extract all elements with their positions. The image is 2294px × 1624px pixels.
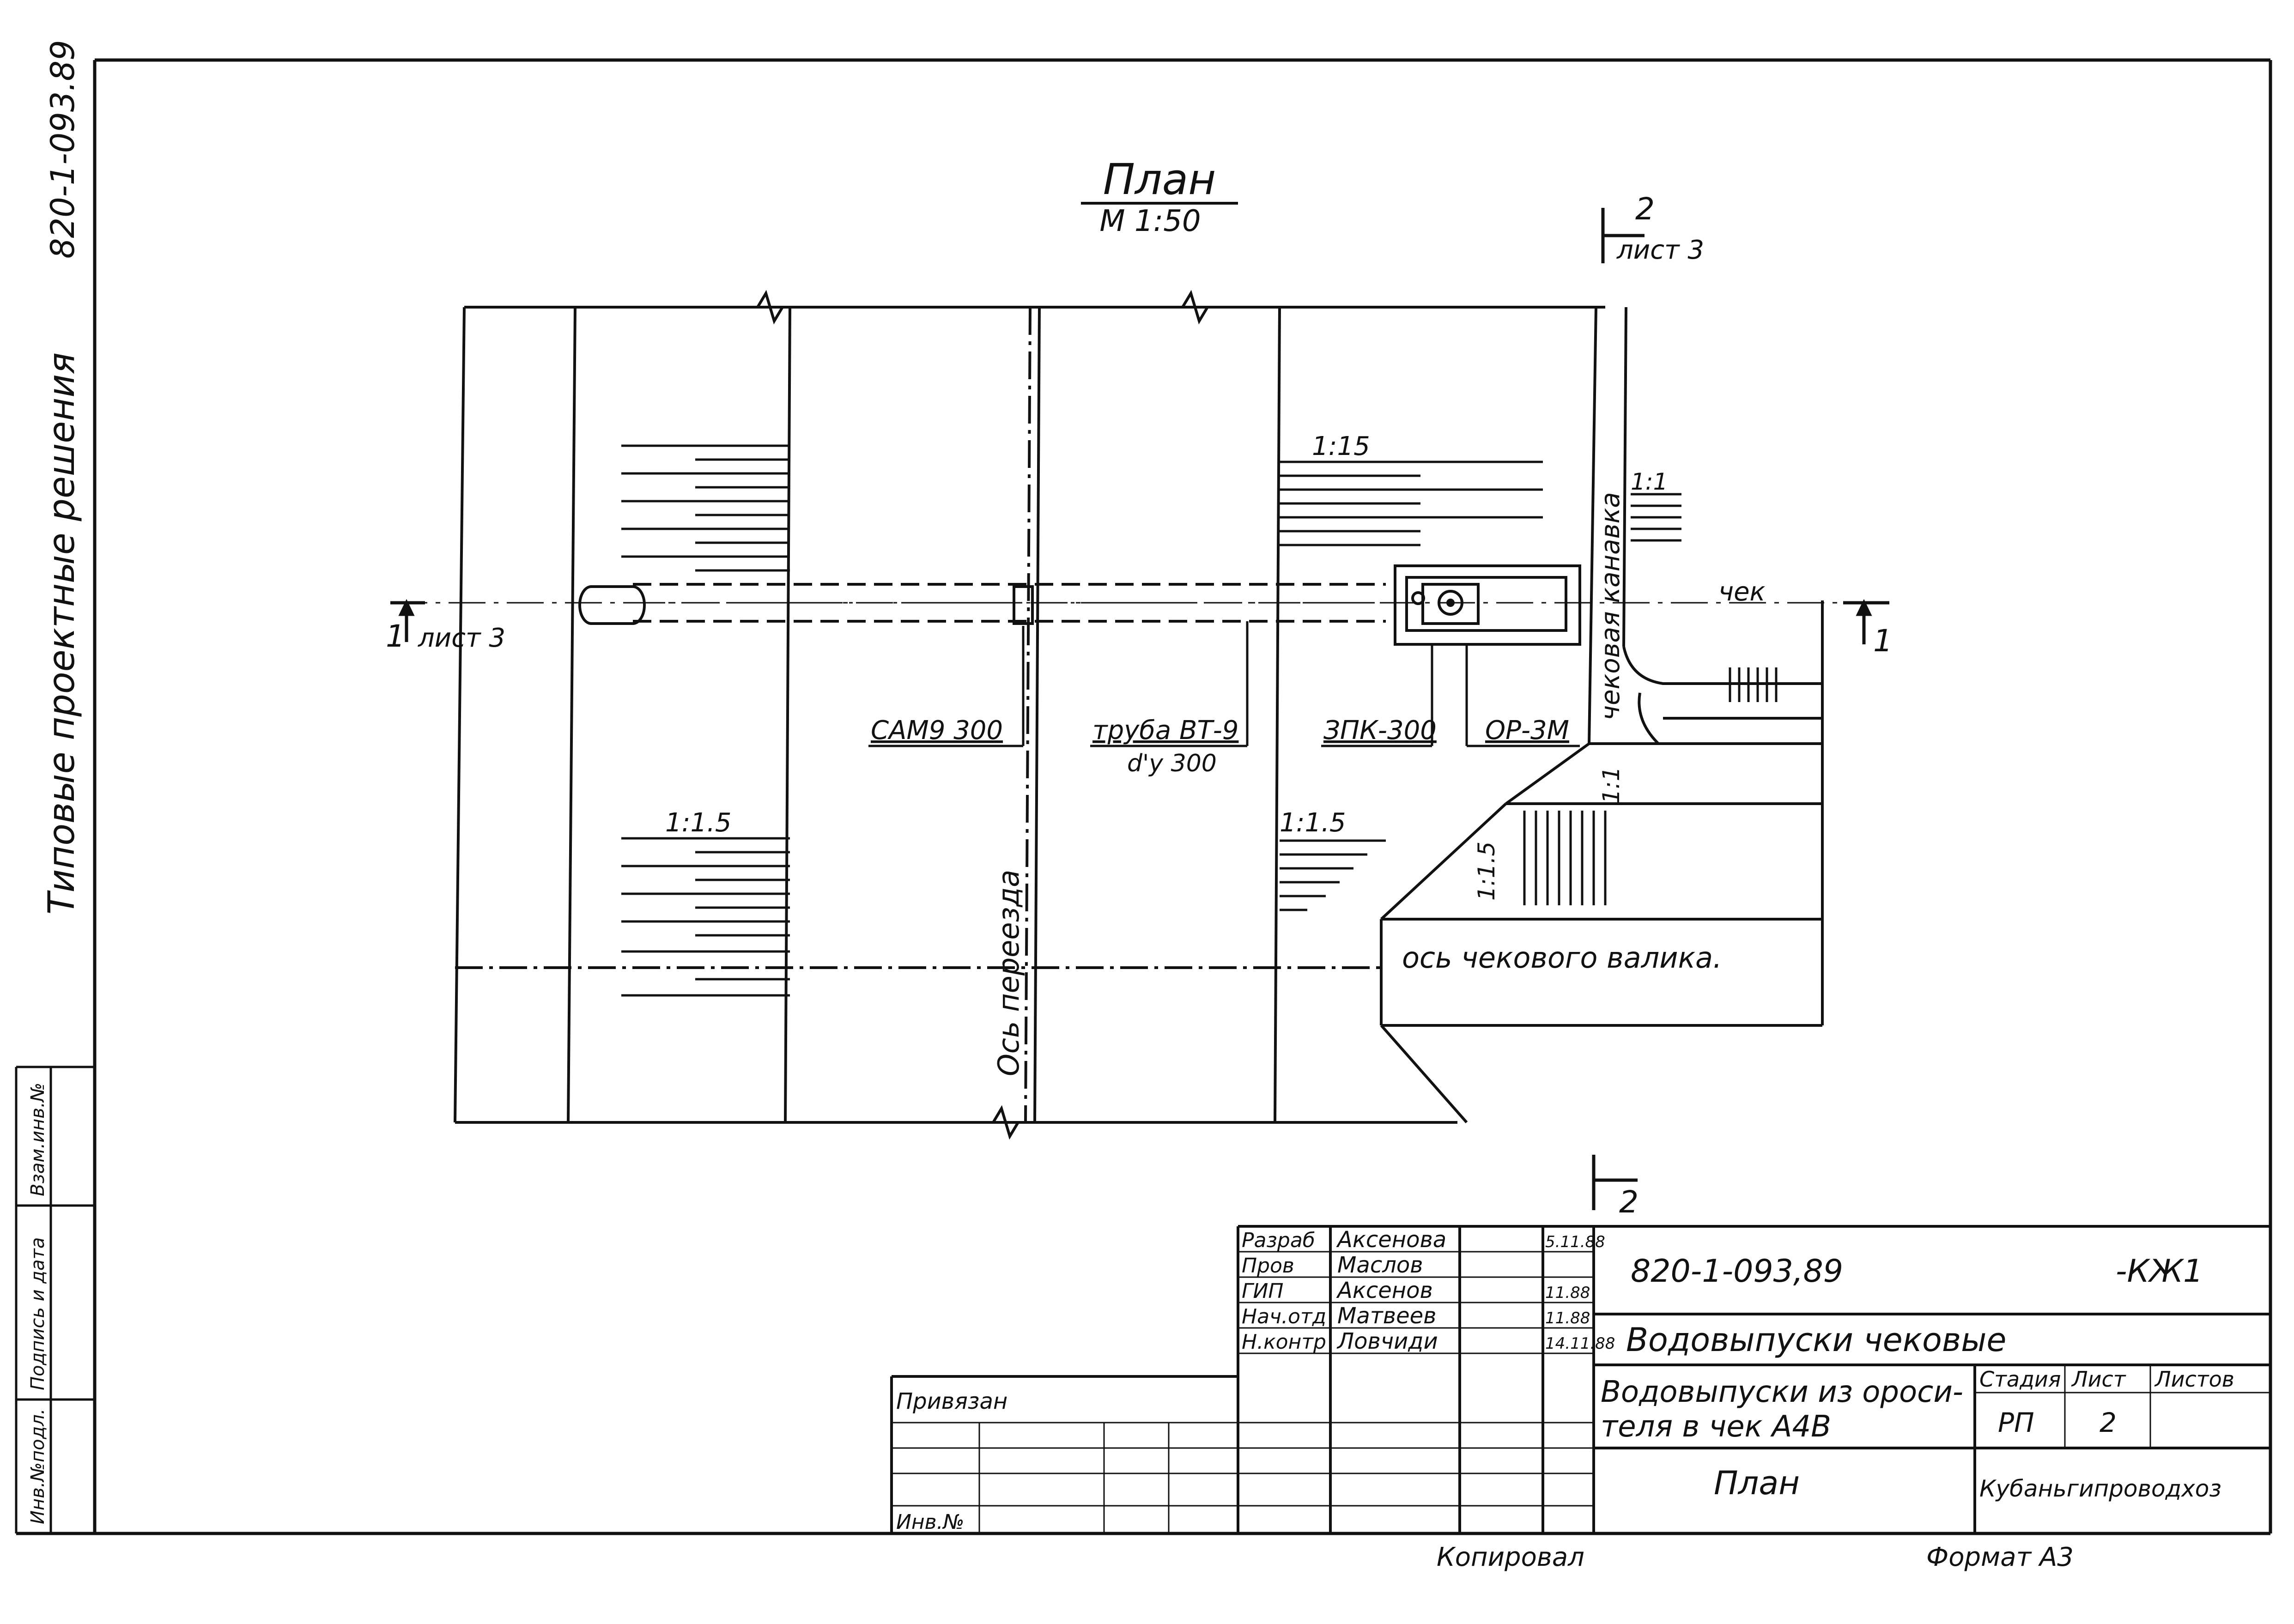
sheet-header: Лист — [2071, 1367, 2126, 1392]
sheet-value: 2 — [2100, 1407, 2117, 1438]
section-1-left-sheet: лист 3 — [418, 623, 505, 653]
tb-name: Матвеев — [1337, 1303, 1436, 1329]
chek-label: чек — [1718, 577, 1766, 607]
pipe-diameter-label: d'у 300 — [1127, 750, 1217, 777]
doc-suffix: -КЖ1 — [2116, 1253, 2203, 1290]
section-1-right-number: 1 — [1873, 623, 1893, 659]
slope-label-bottom-mid: 1:1.5 — [1280, 808, 1346, 838]
slope-hatch-top-left — [621, 444, 790, 572]
tb-name: Маслов — [1337, 1252, 1423, 1278]
tb-role: Пров — [1242, 1254, 1294, 1278]
tb-date: 11.88 — [1545, 1309, 1590, 1327]
plan-title: План — [1103, 155, 1216, 204]
sheets-header: Листов — [2154, 1367, 2234, 1392]
side-stamp — [15, 1066, 95, 1533]
stage-value: РП — [1998, 1407, 2034, 1438]
sheet-desc-line-2: теля в чек А4В — [1601, 1410, 1831, 1444]
slope-hatch-vertical — [1523, 811, 1607, 905]
check-canal — [1380, 307, 1824, 1123]
slope-label-bottom-left: 1:1.5 — [665, 808, 732, 838]
sheet-frame — [16, 58, 2272, 1535]
tb-date: 11.88 — [1545, 1284, 1590, 1302]
zpk-label: ЗПК-300 — [1323, 715, 1437, 745]
section-line-1 — [390, 599, 1889, 644]
tb-role: ГИП — [1242, 1279, 1284, 1303]
title-block-grid — [890, 1225, 2270, 1533]
organization: Кубаньгипроводхоз — [1979, 1475, 2221, 1502]
pipe-head — [578, 585, 646, 625]
leader-lines — [868, 621, 1580, 747]
cam-label: САМ9 300 — [871, 715, 1003, 745]
sheet-desc-line-1: Водовыпуски из ороси- — [1601, 1375, 1963, 1409]
copied-label: Копировал — [1437, 1542, 1584, 1572]
tb-role: Н.контр — [1242, 1330, 1326, 1354]
inv-no-label: Инв.№ — [896, 1510, 964, 1534]
section-1-left-number: 1 — [386, 618, 405, 654]
section-2-bottom-number: 2 — [1619, 1184, 1639, 1220]
tb-name: Ловчиди — [1336, 1328, 1438, 1354]
slope-hatch-canal — [1631, 493, 1778, 702]
section-line-2 — [1592, 208, 1645, 1210]
axis-roller-label: ось чекового валика. — [1402, 941, 1722, 975]
plan-scale: М 1:50 — [1099, 204, 1201, 238]
section-2-top-number: 2 — [1635, 191, 1655, 227]
tb-date: 14.11.88 — [1545, 1334, 1615, 1353]
pipe-joint — [1013, 585, 1034, 625]
pipe-label: труба ВТ-9 — [1092, 715, 1238, 745]
chek-canal-label: чековая канавка — [1596, 492, 1626, 721]
plan-outline — [454, 290, 1605, 1140]
slope-hatch-bottom-mid — [1280, 839, 1386, 911]
axis-crossing-label: Ось переезда — [992, 870, 1026, 1076]
tb-name: Аксенов — [1336, 1278, 1433, 1303]
gate-unit — [1394, 564, 1581, 646]
or-label: ОР-3М — [1485, 715, 1569, 745]
format-label: Формат А3 — [1926, 1542, 2074, 1572]
stamp-inv-podl: Инв.№подл. — [27, 1408, 49, 1524]
stamp-vzam: Взам.инв.№ — [27, 1083, 49, 1196]
section-2-top-sheet: лист 3 — [1616, 235, 1704, 265]
tb-role: Нач.отд — [1242, 1305, 1326, 1328]
side-code-caption: 820-1-093.89 — [44, 40, 82, 259]
slope-label-top-right: 1:1 — [1631, 468, 1668, 495]
side-series-caption: Типовые проектные решения — [41, 352, 83, 915]
stamp-podpis: Подпись и дата — [27, 1237, 49, 1390]
tb-date: 5.11.88 — [1545, 1233, 1605, 1251]
sheet-title: План — [1714, 1464, 1800, 1502]
slope-hatch-bottom-left — [621, 837, 790, 997]
tb-name: Аксенова — [1336, 1227, 1446, 1253]
stage-header: Стадия — [1979, 1367, 2061, 1392]
doc-code: 820-1-093,89 — [1631, 1253, 1843, 1290]
slope-label-right-lower: 1:1 — [1598, 767, 1625, 804]
slope-label-vertical: 1:1.5 — [1473, 842, 1500, 901]
slope-hatch-top-right — [1280, 461, 1543, 546]
slope-label-top-left: 1:15 — [1312, 431, 1370, 461]
tb-role: Разраб — [1242, 1229, 1315, 1252]
privyazan-label: Привязан — [896, 1388, 1007, 1414]
project-name: Водовыпуски чековые — [1626, 1321, 2006, 1359]
